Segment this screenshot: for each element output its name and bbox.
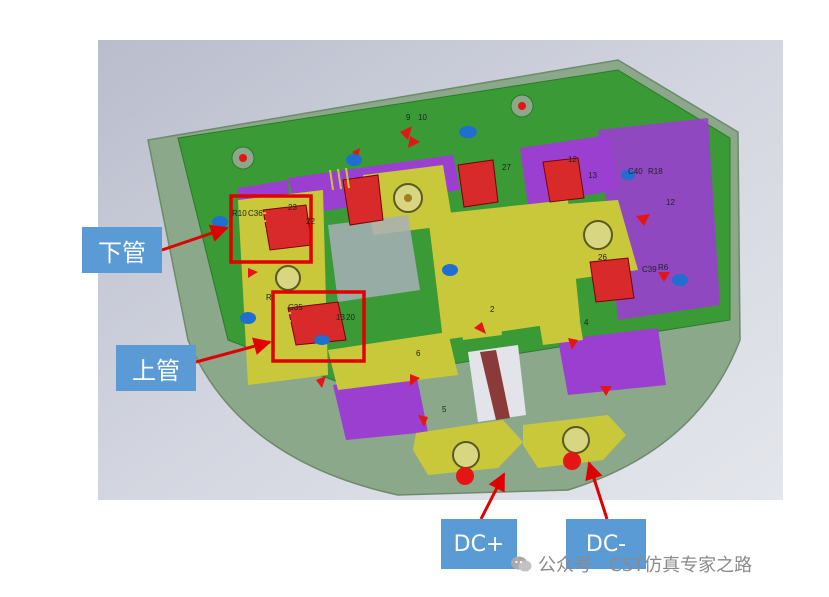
highlight-box-lower (229, 194, 313, 264)
purple-pad-bottom-right (558, 328, 666, 395)
copper-center (428, 200, 580, 340)
board-label-5: 5 (442, 405, 447, 414)
board-label-c35: C35 (288, 303, 303, 312)
bus-bar (480, 350, 510, 420)
round-pad-dc-minus (562, 426, 590, 454)
board-label-12a: 12 (568, 155, 577, 164)
port-markers-red (248, 126, 670, 427)
round-pad-dc-plus (452, 441, 480, 469)
board-cutout (328, 215, 420, 302)
board-label-20: 20 (346, 313, 355, 322)
highlight-box-upper (271, 290, 366, 363)
wechat-icon (511, 556, 532, 572)
board-label-13: 13 (336, 313, 345, 322)
board-label-13b: 13 (588, 171, 597, 180)
board-label-r18: R18 (648, 167, 663, 176)
callout-lower-switch: 下管 (82, 227, 162, 273)
watermark: 公众号 · CST仿真专家之路 (510, 552, 752, 576)
board-label-23: 23 (288, 203, 297, 212)
callout-dc-plus: DC+ (441, 519, 517, 569)
board-label-22: 22 (306, 217, 315, 226)
copper-lower-bus (328, 332, 458, 390)
transistor-leads (249, 167, 350, 332)
transistor-upper (287, 301, 347, 346)
copper-small-pad-center (458, 305, 502, 340)
watermark-text: 公众号 · CST仿真专家之路 (538, 555, 753, 576)
board-label-26: 26 (598, 253, 607, 262)
board-label-r6: R6 (658, 263, 669, 272)
round-pad-top-center (404, 194, 412, 202)
transistor-top-left (342, 174, 384, 226)
board-label-c39: C39 (642, 265, 657, 274)
round-pad-right (583, 220, 613, 250)
board-label-6: 6 (416, 349, 421, 358)
transistor-top-right (542, 157, 585, 203)
pcb-model: 9 10 R10 C36 23 22 R C35 13 20 27 12 13 … (98, 40, 783, 500)
board-label-10: 10 (418, 113, 427, 122)
board-label-r: R (266, 293, 272, 302)
mount-hole-right-port (518, 102, 526, 110)
board-label-c40: C40 (628, 167, 643, 176)
board-label-4: 4 (584, 318, 589, 327)
copper-small-pad-right (538, 310, 583, 345)
board-label-r10: R10 (232, 209, 247, 218)
board-label-12b: 12 (666, 198, 675, 207)
mount-hole-left-port (239, 154, 247, 162)
purple-pad-bottom-left (333, 373, 428, 440)
round-pad-left (275, 265, 301, 291)
cst-3d-viewport[interactable]: 9 10 R10 C36 23 22 R C35 13 20 27 12 13 … (98, 40, 783, 500)
board-label-9: 9 (406, 113, 411, 122)
port-markers-blue (212, 126, 688, 345)
transistor-right (589, 257, 635, 303)
board-label-2: 2 (490, 305, 495, 314)
board-label-27: 27 (502, 163, 511, 172)
board-label-c36: C36 (248, 209, 263, 218)
dc-minus-port (563, 452, 581, 470)
dc-plus-port (456, 467, 474, 485)
callout-dc-minus: DC- (566, 519, 646, 569)
callout-upper-switch: 上管 (116, 345, 196, 391)
transistor-top-center (457, 159, 499, 208)
